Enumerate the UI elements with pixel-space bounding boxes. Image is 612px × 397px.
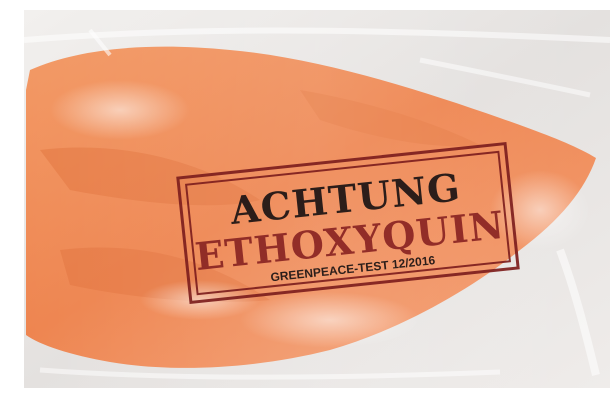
plastic-sheen xyxy=(24,10,610,388)
